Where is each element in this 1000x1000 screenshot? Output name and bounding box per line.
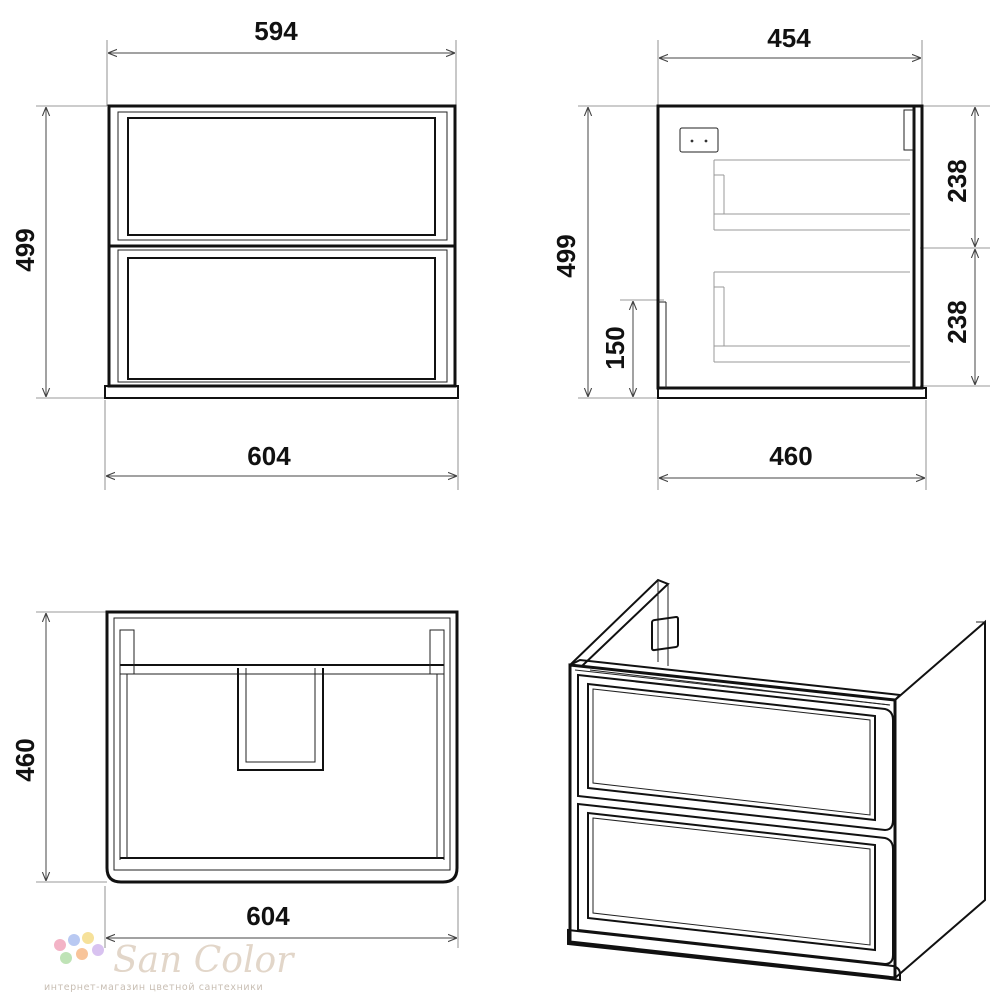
side-upper-drawer-label: 238 <box>942 159 972 202</box>
top-width-label: 604 <box>246 901 290 931</box>
watermark-dot <box>92 944 104 956</box>
side-mount-height-label: 150 <box>600 326 630 369</box>
watermark-brand: San Color <box>113 940 295 981</box>
iso-back-panel <box>569 578 896 706</box>
watermark-dot <box>54 939 66 951</box>
iso-upper-drawer <box>577 673 894 832</box>
top-depth-label: 460 <box>10 738 40 781</box>
watermark-dot <box>68 934 80 946</box>
iso-wall-bracket <box>651 615 679 652</box>
iso-cabinet-front <box>568 658 903 980</box>
top-cabinet-outline <box>105 610 459 884</box>
watermark-dot <box>82 932 94 944</box>
side-cabinet-outline <box>656 104 927 399</box>
side-height-label: 499 <box>551 234 581 277</box>
iso-side-panel <box>894 619 986 979</box>
side-lower-drawer-label: 238 <box>942 300 972 343</box>
isometric-view <box>567 578 986 982</box>
wall-bracket <box>679 127 719 153</box>
front-base-width-label: 604 <box>247 441 291 471</box>
front-cabinet-outline <box>104 104 459 399</box>
watermark-dot <box>76 948 88 960</box>
front-height-label: 499 <box>10 228 40 271</box>
siphon-cutout <box>237 668 324 771</box>
iso-lower-drawer <box>577 802 894 966</box>
watermark-tagline: интернет-магазин цветной сантехники <box>44 982 263 993</box>
front-view: 594 499 604 <box>10 16 459 490</box>
iso-base-plinth <box>567 928 901 982</box>
watermark-dot <box>60 952 72 964</box>
top-view: 460 604 <box>10 610 459 948</box>
watermark: San Color интернет-магазин цветной санте… <box>44 932 295 993</box>
side-drawer-boxes <box>713 159 910 363</box>
side-view: 454 499 150 238 238 460 <box>551 23 990 490</box>
side-top-depth-label: 454 <box>767 23 811 53</box>
side-base-depth-label: 460 <box>769 441 812 471</box>
front-top-width-label: 594 <box>254 16 298 46</box>
watermark-dots <box>54 932 104 964</box>
